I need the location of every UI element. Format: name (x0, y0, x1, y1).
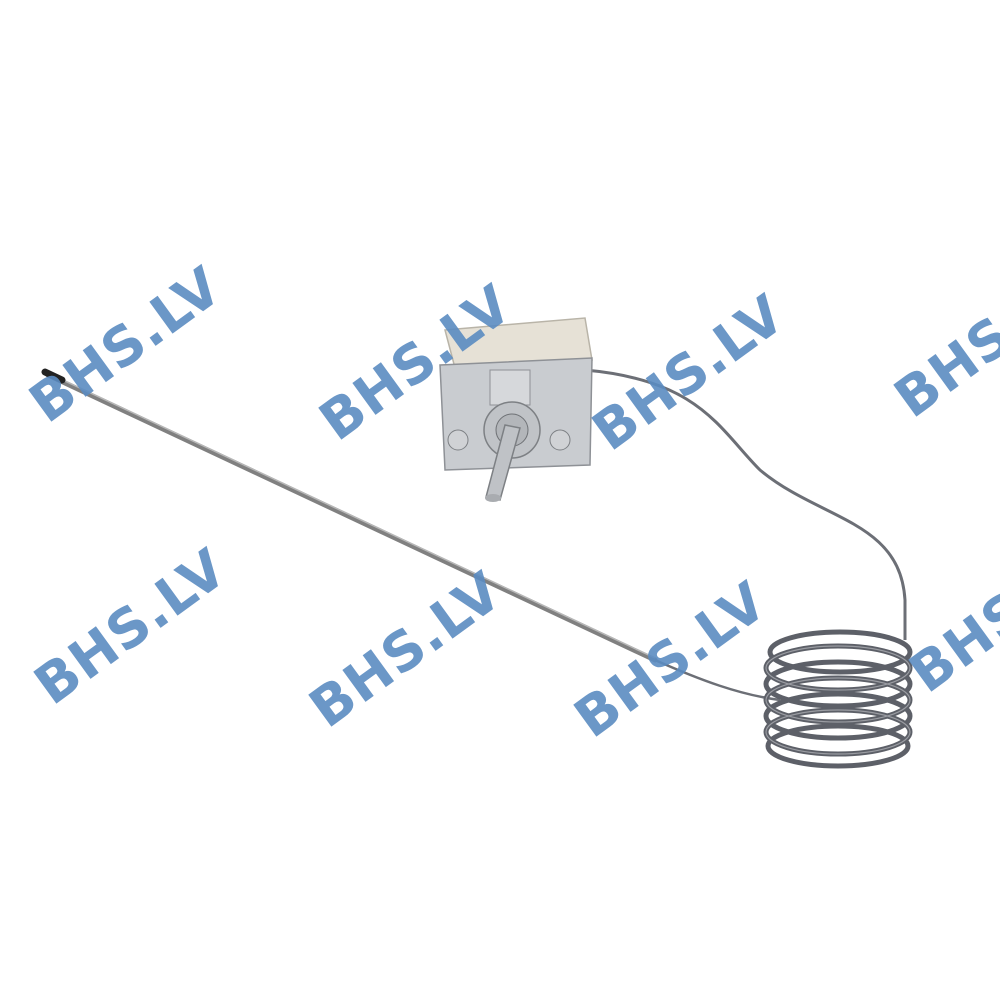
capillary-lead (584, 368, 907, 640)
probe-rod (45, 372, 658, 663)
control-shaft (485, 424, 521, 501)
thermostat-body (439, 317, 593, 471)
probe-tip (41, 368, 66, 384)
